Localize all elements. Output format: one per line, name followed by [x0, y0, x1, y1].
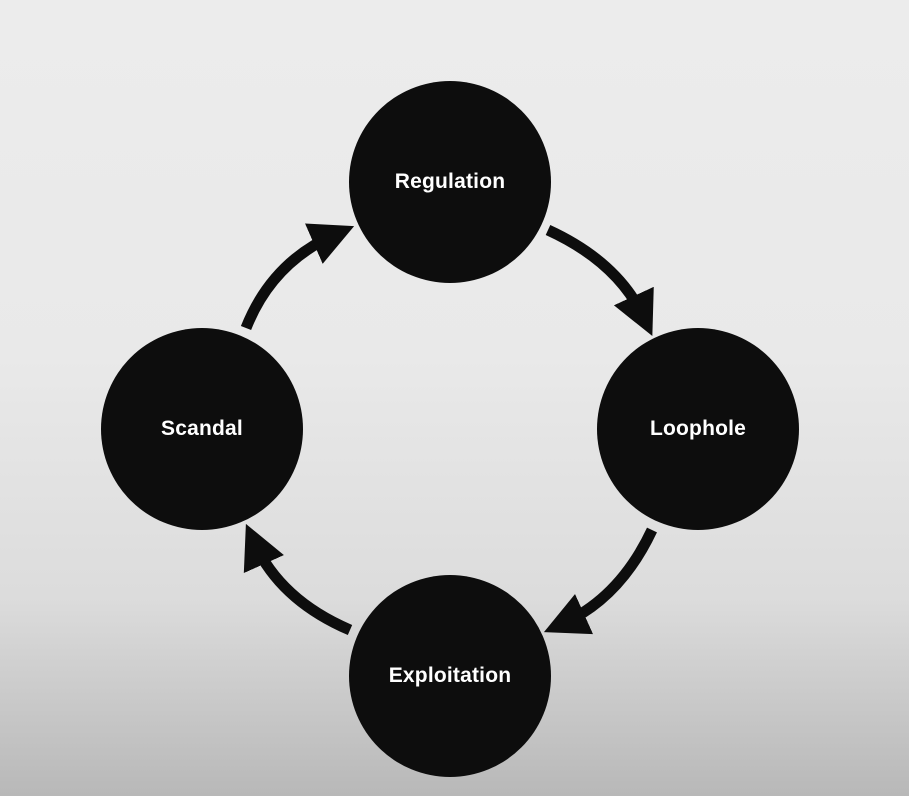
node-loophole: Loophole	[597, 328, 799, 530]
node-label-loophole: Loophole	[649, 417, 747, 440]
node-regulation: Regulation	[349, 81, 551, 283]
arrow-loophole-to-exploitation	[543, 527, 657, 635]
node-scandal: Scandal	[101, 328, 303, 530]
arrow-exploitation-to-scandal	[243, 523, 353, 636]
arrow-scandal-to-regulation	[240, 223, 355, 331]
node-label-exploitation: Exploitation	[388, 664, 512, 687]
arrow-regulation-to-loophole	[545, 224, 654, 336]
node-exploitation: Exploitation	[349, 575, 551, 777]
node-label-regulation: Regulation	[394, 170, 506, 193]
node-label-scandal: Scandal	[161, 417, 243, 440]
